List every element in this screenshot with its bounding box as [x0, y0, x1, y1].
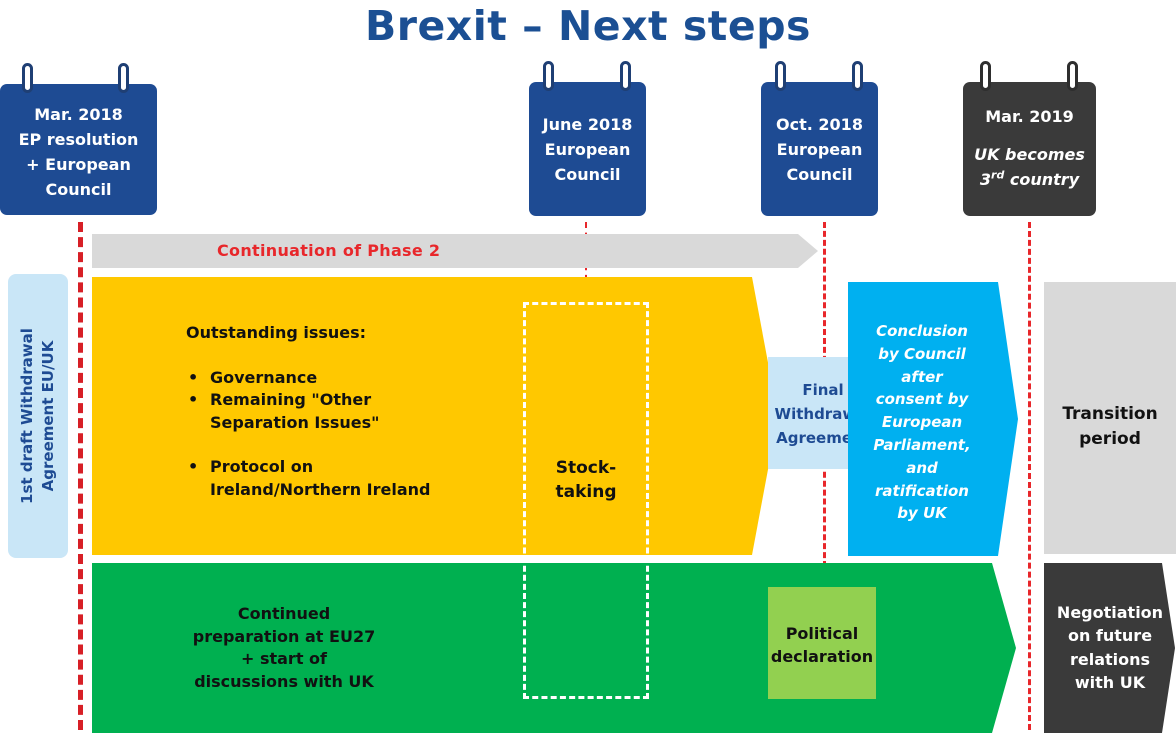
calendar-ring-icon	[620, 61, 631, 91]
milestone-line: Council	[786, 165, 853, 184]
negotiation-line: on future	[1067, 626, 1153, 646]
milestone-line: European	[544, 140, 631, 159]
milestone-line: European	[776, 140, 863, 159]
negotiation-line: with UK	[1074, 672, 1146, 692]
conclusion-line: consent by	[875, 390, 969, 409]
conclusion-line: by UK	[897, 504, 947, 523]
outstanding-issues-heading: Outstanding issues:	[186, 323, 367, 342]
conclusion-block	[848, 282, 1018, 556]
calendar-ring-icon	[775, 61, 786, 91]
diagram-title: Brexit – Next steps	[365, 2, 811, 50]
milestone-june-2018: June 2018 European Council	[529, 61, 646, 216]
phase-2-arrow	[92, 234, 818, 268]
stocktaking-box	[523, 302, 649, 699]
timeline-marker-mar-2018	[78, 222, 83, 730]
final-agreement-line: Agreement	[776, 429, 870, 447]
transition-period-block	[1044, 282, 1176, 554]
milestone-line: Mar. 2018	[34, 105, 123, 124]
calendar-ring-icon	[1067, 61, 1078, 91]
stocktaking-line: taking	[555, 482, 617, 502]
first-draft-label-line: Agreement EU/UK	[39, 340, 57, 492]
issue-item: Governance	[186, 367, 516, 390]
negotiation-block	[1044, 563, 1175, 733]
milestone-line: Council	[554, 165, 621, 184]
preparation-text: Continued preparation at EU27 + start of…	[168, 603, 400, 693]
transition-line: period	[1079, 429, 1141, 449]
preparation-line: preparation at EU27	[192, 626, 376, 646]
transition-period-label: Transition period	[1044, 402, 1176, 452]
political-declaration-label: Political declaration	[768, 622, 876, 668]
milestone-line: 3rd country	[963, 167, 1096, 192]
negotiation-line: Negotiation	[1056, 603, 1164, 622]
stocktaking-label: Stock- taking	[526, 456, 646, 504]
conclusion-line: Conclusion	[876, 322, 968, 340]
issue-item-line: Remaining "Other	[210, 390, 372, 409]
calendar-ring-icon	[543, 61, 554, 91]
political-declaration-box	[768, 587, 876, 699]
preparation-line: Continued	[237, 604, 331, 623]
conclusion-line: by Council	[878, 344, 966, 363]
first-draft-tab	[8, 274, 68, 558]
calendar-ring-icon	[852, 61, 863, 91]
final-agreement-line: Withdrawal	[774, 405, 872, 423]
first-draft-label-line: 1st draft Withdrawal	[18, 328, 36, 504]
milestone-line-part: country	[1004, 170, 1080, 189]
issue-item-line: Ireland/Northern Ireland	[210, 479, 431, 499]
milestone-line: Oct. 2018	[776, 115, 863, 134]
milestone-mar-2019: Mar. 2019 UK becomes 3rd country	[963, 61, 1096, 216]
milestone-line: UK becomes	[974, 145, 1085, 164]
negotiation-line: relations	[1069, 649, 1151, 669]
milestone-line: Council	[45, 180, 112, 199]
phase-2-label: Continuation of Phase 2	[217, 241, 441, 260]
milestone-line-part: 3	[979, 170, 992, 189]
milestone-date: Mar. 2019	[985, 107, 1074, 126]
milestone-oct-2018: Oct. 2018 European Council	[761, 61, 878, 216]
political-line: declaration	[770, 647, 874, 666]
calendar-ring-icon	[118, 63, 129, 93]
outstanding-issues-text: Outstanding issues: Governance Remaining…	[186, 322, 516, 501]
calendar-ring-icon	[980, 61, 991, 91]
conclusion-line: and	[906, 458, 938, 477]
conclusion-text: Conclusion by Council after consent by E…	[870, 320, 974, 525]
first-draft-label: 1st draft Withdrawal Agreement EU/UK	[17, 281, 59, 551]
preparation-line: + start of	[240, 649, 327, 668]
preparation-line: discussions with UK	[194, 671, 374, 691]
issue-item-line: Protocol on	[210, 457, 314, 476]
issue-item: Protocol on Ireland/Northern Ireland	[186, 456, 516, 501]
milestone-line: June 2018	[542, 115, 633, 134]
timeline-marker-mar-2019	[1028, 222, 1031, 730]
conclusion-line: ratification	[875, 481, 969, 500]
final-agreement-line: Final	[802, 381, 844, 399]
calendar-ring-icon	[22, 63, 33, 93]
ordinal-suffix: rd	[991, 168, 1005, 182]
conclusion-line: Parliament,	[873, 435, 971, 454]
transition-line: Transition	[1062, 404, 1158, 424]
conclusion-line: after	[901, 367, 943, 386]
issue-item-line: Separation Issues"	[210, 412, 380, 432]
political-line: Political	[785, 624, 859, 643]
conclusion-line: European	[881, 413, 963, 432]
milestone-mar-2018: Mar. 2018 EP resolution + European Counc…	[0, 63, 157, 215]
stocktaking-line: Stock-	[555, 458, 617, 478]
milestone-line: + European	[26, 155, 131, 174]
negotiation-text: Negotiation on future relations with UK	[1044, 601, 1176, 694]
final-agreement-label: Final Withdrawal Agreement	[768, 378, 878, 450]
milestone-line: EP resolution	[18, 130, 139, 149]
